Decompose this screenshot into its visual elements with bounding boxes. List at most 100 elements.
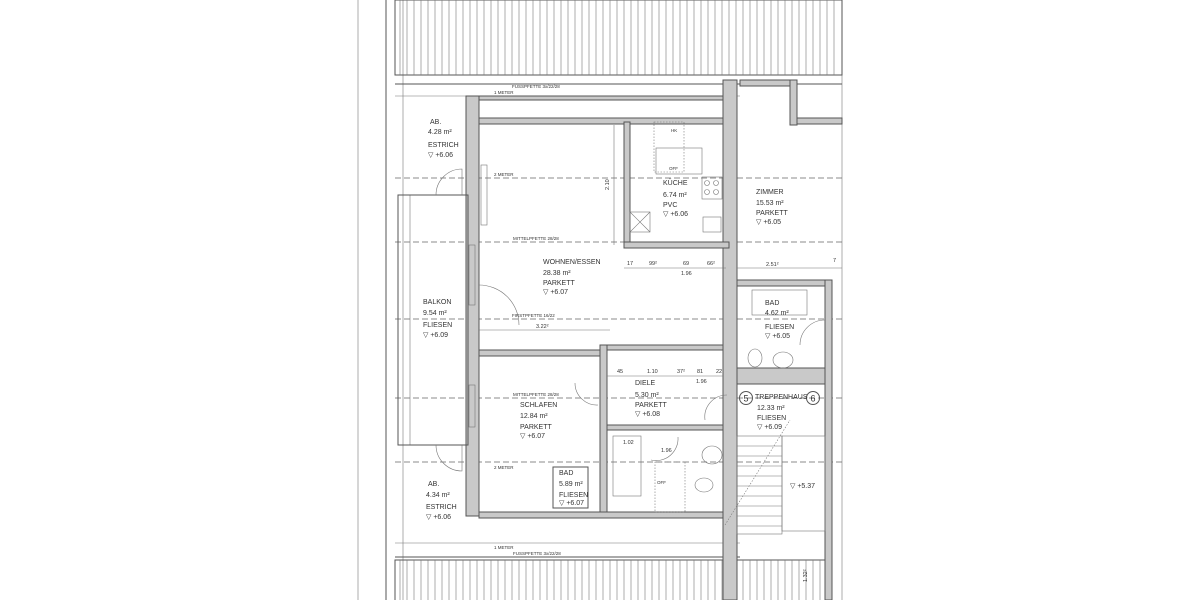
svg-text:5.89 m²: 5.89 m² xyxy=(559,481,583,488)
svg-text:AB.: AB. xyxy=(428,481,439,488)
room-schlafen: SCHLAFEN 12.84 m² PARKETT ▽ +6.07 xyxy=(520,402,557,440)
svg-text:4.62 m²: 4.62 m² xyxy=(765,310,789,317)
beam-label-fusspfette-bottom: FUSSPFETTE 3x/22/28 xyxy=(513,551,561,556)
svg-text:5.30 m²: 5.30 m² xyxy=(635,392,659,399)
room-wohnen-essen: WOHNEN/ESSEN 28.38 m² PARKETT ▽ +6.07 xyxy=(543,259,601,296)
svg-text:28.38 m²: 28.38 m² xyxy=(543,270,571,277)
window-schlafen xyxy=(468,384,476,428)
stair-direction-line xyxy=(724,419,791,526)
axis-marker-6-label: 6 xyxy=(810,394,815,404)
dim-diele-5: 22 xyxy=(716,369,722,375)
dim-wohnen-3: 69 xyxy=(683,261,689,267)
label-1m-top: 1 METER xyxy=(494,90,514,95)
axis-marker-6 xyxy=(806,391,820,405)
roof-hatching-top xyxy=(394,0,843,76)
dim-diele-4: 81 xyxy=(697,369,703,375)
svg-text:▽ +6.07: ▽ +6.07 xyxy=(543,289,568,296)
roof-hatching-bottom xyxy=(394,559,826,600)
dim-bad-top: 1.02 xyxy=(623,440,634,446)
beam-label-mittelpfette-bottom: MITTELPFETTE 28/28 xyxy=(513,392,559,397)
svg-text:ESTRICH: ESTRICH xyxy=(428,142,459,149)
bathtub xyxy=(612,435,642,497)
svg-text:▽ +6.06: ▽ +6.06 xyxy=(426,514,451,521)
room-bad-right: BAD 4.62 m² FLIESEN ▽ +6.05 xyxy=(765,300,794,340)
dim-diele-total: 1.96 xyxy=(696,379,707,385)
svg-text:▽ +6.06: ▽ +6.06 xyxy=(428,152,453,159)
room-treppenhaus: TREPPENHAUS 12.33 m² FLIESEN ▽ +6.09 xyxy=(755,394,808,431)
dim-wohnen-1: 17 xyxy=(627,261,633,267)
svg-text:SCHLAFEN: SCHLAFEN xyxy=(520,402,557,409)
beam-label-firstpfette: FIRSTPFETTE 16/22 xyxy=(512,313,555,318)
sink-icon xyxy=(702,216,722,233)
svg-text:4.28 m²: 4.28 m² xyxy=(428,129,452,136)
axis-marker-5-label: 5 xyxy=(743,394,748,404)
svg-text:▽ +6.09: ▽ +6.09 xyxy=(757,424,782,431)
svg-text:12.33 m²: 12.33 m² xyxy=(757,405,785,412)
toilet-right xyxy=(747,348,763,368)
staircase xyxy=(736,435,826,535)
svg-text:12.84 m²: 12.84 m² xyxy=(520,413,548,420)
dim-diele-3: 37² xyxy=(677,369,685,375)
svg-text:FLIESEN: FLIESEN xyxy=(757,415,786,422)
dim-bad-door: 1.96 xyxy=(661,448,672,454)
svg-text:ESTRICH: ESTRICH xyxy=(426,504,457,511)
washbasin-right xyxy=(772,351,794,369)
svg-text:▽ +6.09: ▽ +6.09 xyxy=(423,332,448,339)
svg-text:PARKETT: PARKETT xyxy=(635,402,667,409)
svg-text:4.34 m²: 4.34 m² xyxy=(426,492,450,499)
dim-kitchen-height: 2.10 xyxy=(605,179,611,190)
door-diele xyxy=(704,394,728,421)
dim-diele-1: 45 xyxy=(617,369,623,375)
svg-text:DIELE: DIELE xyxy=(635,380,656,387)
shower-area xyxy=(654,461,686,513)
svg-text:KÜCHE: KÜCHE xyxy=(663,179,688,187)
walls xyxy=(465,79,843,600)
svg-text:FLIESEN: FLIESEN xyxy=(423,322,452,329)
label-2m-bottom: 2 METER xyxy=(494,465,514,470)
room-diele: DIELE 5.30 m² PARKETT ▽ +6.08 xyxy=(635,380,667,418)
bad-label-box xyxy=(552,466,589,509)
kitchen-counter xyxy=(655,147,703,175)
room-ab-bottom: AB. 4.34 m² ESTRICH ▽ +6.06 xyxy=(426,481,457,521)
washbasin xyxy=(701,445,723,465)
fridge-label: HK xyxy=(671,128,677,133)
door-balcony xyxy=(478,284,520,326)
dim-zimmer-side: 7 xyxy=(833,258,836,264)
dim-wohnen-width: 3.22² xyxy=(536,324,549,330)
svg-text:PARKETT: PARKETT xyxy=(756,210,788,217)
bathtub-right xyxy=(751,289,808,316)
svg-text:BAD: BAD xyxy=(559,470,573,477)
door-bad-right xyxy=(799,319,826,346)
svg-text:PARKETT: PARKETT xyxy=(520,424,552,431)
fridge xyxy=(653,121,685,173)
stair-level-label: ▽ +5.37 xyxy=(790,483,815,490)
door-ab-top xyxy=(435,168,463,196)
room-kueche: KÜCHE 6.74 m² PVC ▽ +6.06 xyxy=(663,179,688,218)
svg-text:▽ +6.05: ▽ +6.05 xyxy=(756,219,781,226)
window-wohnen xyxy=(468,244,476,306)
svg-text:BAD: BAD xyxy=(765,300,779,307)
svg-text:▽ +6.08: ▽ +6.08 xyxy=(635,411,660,418)
svg-text:TREPPENHAUS: TREPPENHAUS xyxy=(755,394,808,401)
axis-marker-5 xyxy=(739,391,753,405)
label-2m-top: 2 METER xyxy=(494,172,514,177)
svg-text:▽ +6.05: ▽ +6.05 xyxy=(765,333,790,340)
balcony-frame xyxy=(397,194,469,446)
svg-text:PARKETT: PARKETT xyxy=(543,280,575,287)
dim-wohnen-4: 66² xyxy=(707,261,715,267)
kitchen-off-label: OFF xyxy=(669,166,678,171)
svg-text:FLIESEN: FLIESEN xyxy=(559,492,588,499)
dim-wohnen-2: 99² xyxy=(649,261,657,267)
room-bad: BAD 5.89 m² FLIESEN ▽ +6.07 xyxy=(559,470,588,507)
svg-text:BALKON: BALKON xyxy=(423,299,451,306)
svg-text:FLIESEN: FLIESEN xyxy=(765,324,794,331)
door-ab-bottom xyxy=(435,444,463,472)
beam-label-mittelpfette-top: MITTELPFETTE 28/28 xyxy=(513,236,559,241)
room-ab-top: AB. 4.28 m² ESTRICH ▽ +6.06 xyxy=(428,119,459,159)
bad-off-label: OFF xyxy=(657,480,666,485)
window-wohnen-top xyxy=(480,164,488,226)
shaft-icon xyxy=(629,211,651,233)
label-1m-bottom: 1 METER xyxy=(494,545,514,550)
room-balkon: BALKON 9.54 m² FLIESEN ▽ +6.09 xyxy=(423,299,452,339)
